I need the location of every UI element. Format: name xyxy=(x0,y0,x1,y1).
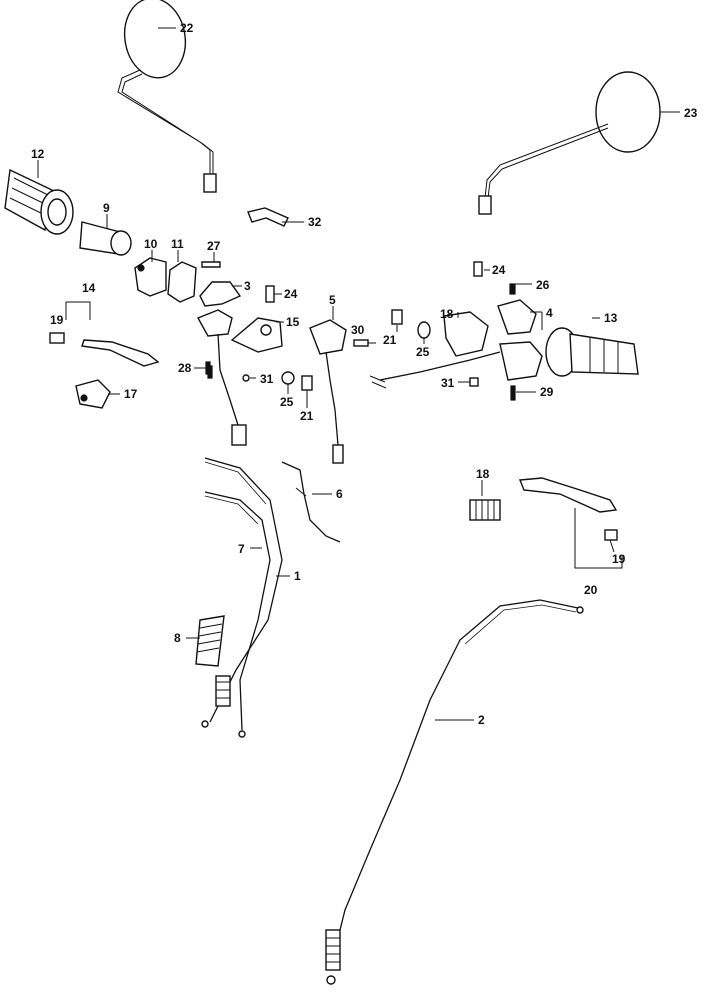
callout-12: 12 xyxy=(31,147,45,161)
boot-8 xyxy=(195,615,225,667)
callout-5: 5 xyxy=(329,293,336,307)
callout-27: 27 xyxy=(207,239,221,253)
part-17 xyxy=(75,379,111,409)
callout-11: 11 xyxy=(171,237,184,251)
screw-10 xyxy=(137,264,145,272)
callout-6: 6 xyxy=(336,487,343,501)
callout-7: 7 xyxy=(238,542,245,556)
callout-19-left: 19 xyxy=(50,313,64,327)
switch-5 xyxy=(309,319,347,464)
callout-labels: 22 23 12 9 32 10 11 27 3 24 24 26 14 19 … xyxy=(31,21,698,727)
callout-21-b: 21 xyxy=(300,409,314,423)
callout-25-a: 25 xyxy=(416,345,430,359)
screw-21-b xyxy=(301,375,313,391)
screw-28 xyxy=(205,361,211,375)
callout-32: 32 xyxy=(308,215,322,229)
left-lever xyxy=(49,301,160,367)
callout-3: 3 xyxy=(244,279,251,293)
screw-29 xyxy=(510,385,516,401)
callout-2: 2 xyxy=(478,713,485,727)
callout-18-top: 18 xyxy=(440,307,454,321)
nut-31-right xyxy=(469,377,479,387)
right-lever xyxy=(519,477,623,569)
screw-26 xyxy=(509,283,516,295)
cable-2 xyxy=(325,599,584,985)
washer-25-b xyxy=(281,371,295,385)
callout-22: 22 xyxy=(180,21,194,35)
callout-28: 28 xyxy=(178,361,192,375)
callout-4: 4 xyxy=(546,306,553,320)
bracket-3 xyxy=(199,281,242,307)
housing-11 xyxy=(167,261,197,303)
left-mirror xyxy=(117,0,217,193)
adjuster-18 xyxy=(469,499,501,521)
callout-30: 30 xyxy=(351,323,365,337)
left-switch-assembly xyxy=(197,309,247,446)
throttle-tube xyxy=(79,221,132,256)
callout-23: 23 xyxy=(684,106,698,120)
callout-10: 10 xyxy=(144,237,158,251)
right-grip xyxy=(545,327,639,377)
cable-7 xyxy=(204,491,271,731)
bolt-24-right xyxy=(473,261,483,277)
callout-9: 9 xyxy=(103,201,110,215)
callout-15: 15 xyxy=(286,315,300,329)
callout-25-b: 25 xyxy=(280,395,294,409)
callout-18-bottom: 18 xyxy=(476,467,490,481)
screw-30 xyxy=(353,339,369,347)
callout-21-a: 21 xyxy=(383,333,397,347)
adjuster-on-cable xyxy=(215,675,231,707)
callout-17: 17 xyxy=(124,387,138,401)
cable-1 xyxy=(204,457,283,723)
callout-24-left: 24 xyxy=(284,287,298,301)
callout-20: 20 xyxy=(584,583,598,597)
callout-29: 29 xyxy=(540,385,554,399)
callout-31-left: 31 xyxy=(260,372,274,386)
callout-8: 8 xyxy=(174,631,181,645)
clip-32 xyxy=(247,207,289,227)
callout-19-right: 19 xyxy=(612,552,626,566)
callout-1: 1 xyxy=(294,569,301,583)
callout-13: 13 xyxy=(604,311,618,325)
callout-14: 14 xyxy=(82,281,96,295)
callout-24-right: 24 xyxy=(492,263,506,277)
cable-end-7 xyxy=(238,730,246,738)
nut-31-left xyxy=(242,374,250,382)
bolt-24-left xyxy=(265,285,275,303)
right-mirror xyxy=(478,71,661,215)
cable-6 xyxy=(281,461,341,543)
right-switch-assembly xyxy=(369,299,543,389)
left-grip xyxy=(4,168,74,235)
screw-21-a xyxy=(391,309,403,325)
switch-15 xyxy=(230,317,283,353)
callout-31-right: 31 xyxy=(441,376,455,390)
washer-25-a xyxy=(417,321,431,339)
screw-27 xyxy=(201,261,221,268)
callout-26: 26 xyxy=(536,278,550,292)
housing-10 xyxy=(134,257,167,297)
leader-lines xyxy=(37,27,680,721)
cable-end-1 xyxy=(201,720,209,728)
